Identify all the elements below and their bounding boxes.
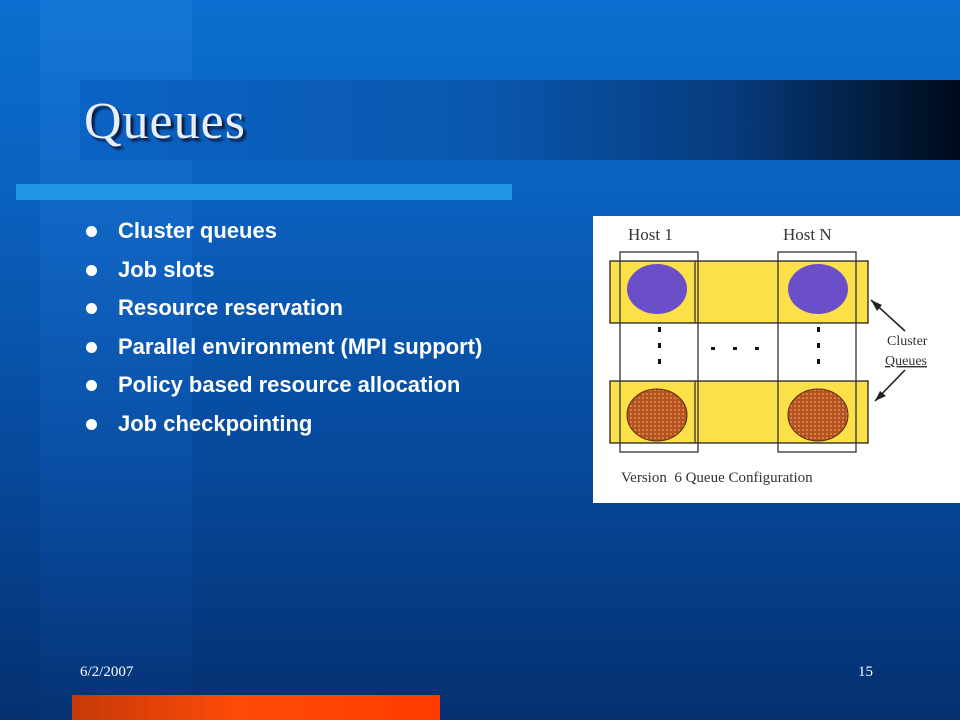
- horizontal-ellipsis: [711, 347, 759, 350]
- bullet-item: Parallel environment (MPI support): [80, 328, 482, 367]
- bullet-item: Policy based resource allocation: [80, 366, 482, 405]
- bullet-text: Policy based resource allocation: [118, 372, 461, 397]
- footer-date: 6/2/2007: [80, 664, 134, 680]
- bullet-text: Job slots: [118, 256, 215, 282]
- host-1-column: [619, 251, 699, 453]
- figure-caption: Version 6 Queue Configuration: [621, 470, 813, 486]
- bullet-item: Cluster queues: [80, 212, 482, 251]
- bullet-list: Cluster queues Job slots Resource reserv…: [80, 212, 482, 443]
- bullet-text: Parallel environment (MPI support): [118, 333, 483, 359]
- host-1-slot-circle-bottom: [626, 388, 688, 442]
- bullet-item: Job checkpointing: [80, 405, 482, 444]
- footer-accent-bar: [72, 695, 440, 720]
- host-last-label: Host N: [783, 225, 832, 244]
- bullet-text: Job checkpointing: [118, 410, 313, 436]
- title-bar: [80, 80, 960, 160]
- arrowhead-icon: [875, 391, 886, 401]
- host-n-slot-circle: [788, 264, 848, 314]
- vertical-ellipsis-host-n: [817, 327, 820, 364]
- queue-diagram: Host 1 Host N Cluster: [609, 225, 928, 486]
- host-n-column: [777, 251, 857, 453]
- accent-line: [16, 184, 512, 200]
- host-1-slot-circle: [627, 264, 687, 314]
- slide-title: Queues: [84, 93, 246, 150]
- host-first-label: Host 1: [628, 225, 673, 244]
- cluster-label: Cluster: [887, 334, 928, 349]
- bullet-item: Job slots: [80, 251, 482, 290]
- page-number: 15: [858, 664, 873, 680]
- bullet-item: Resource reservation: [80, 289, 482, 328]
- queue-configuration-figure: Host 1 Host N Cluster: [593, 216, 960, 503]
- bullet-dot: [86, 226, 97, 237]
- arrowhead-icon: [871, 300, 882, 311]
- bullet-dot: [86, 418, 97, 430]
- bullet-text: Resource reservation: [118, 295, 343, 320]
- bullet-dot: [86, 380, 97, 391]
- bullet-dot: [86, 303, 97, 314]
- bullet-dot: [86, 341, 97, 353]
- bullet-text: Cluster queues: [118, 218, 277, 243]
- queues-label: Queues: [885, 354, 927, 369]
- bullet-dot: [86, 264, 97, 276]
- host-n-slot-circle-bottom: [787, 388, 849, 442]
- vertical-ellipsis-host-1: [658, 327, 661, 364]
